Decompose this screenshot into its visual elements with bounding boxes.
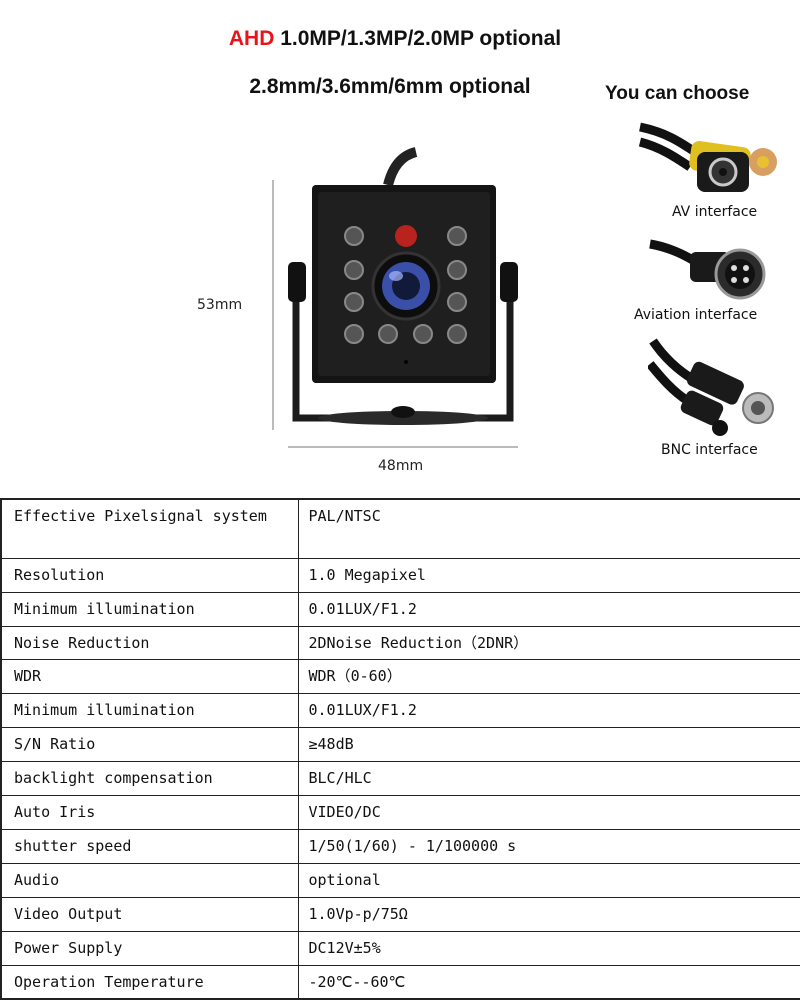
ahd-accent: AHD [228, 27, 275, 50]
spec-label: Operation Temperature [0, 964, 299, 1000]
spec-row: Minimum illumination 0.01LUX/F1.2 [0, 693, 800, 729]
spec-label: Noise Reduction [0, 625, 299, 661]
spec-label: S/N Ratio [0, 727, 299, 763]
spec-value: PAL/NTSC [297, 497, 800, 559]
spec-value: 0.01LUX/F1.2 [297, 693, 800, 729]
height-dimension: 53mm [197, 297, 243, 313]
spec-value: optional [297, 862, 800, 898]
av-interface-label: AV interface [672, 204, 758, 220]
aviation-connector-icon [649, 239, 766, 300]
spec-value: WDR（0-60） [297, 659, 800, 695]
spec-label: Video Output [0, 896, 299, 932]
bnc-interface-label: BNC interface [661, 442, 758, 458]
spec-value: 0.01LUX/F1.2 [297, 591, 800, 627]
spec-value: DC12V±5% [297, 930, 800, 966]
spec-label: Resolution [0, 557, 299, 593]
spec-value: ≥48dB [297, 727, 800, 763]
camera-image [272, 147, 518, 448]
spec-label: Power Supply [0, 930, 299, 966]
spec-label: backlight compensation [0, 761, 299, 797]
spec-label: Auto Iris [0, 795, 299, 830]
headline-resolution: AHD 1.0MP/1.3MP/2.0MP optional [0, 27, 790, 51]
spec-label: shutter speed [0, 828, 299, 864]
spec-value: BLC/HLC [297, 761, 800, 797]
spec-label: Effective Pixelsignal system [0, 497, 299, 559]
spec-value: 1.0Vp-p/75Ω [297, 896, 800, 932]
spec-label: WDR [0, 659, 299, 695]
av-connector-icon [638, 122, 777, 192]
spec-value: VIDEO/DC [297, 795, 800, 830]
spec-value: -20℃--60℃ [297, 964, 800, 1000]
choose-heading: You can choose [605, 83, 750, 104]
spec-label: Audio [0, 862, 299, 898]
headline-resolution-text: 1.0MP/1.3MP/2.0MP optional [274, 27, 562, 50]
spec-value: 2DNoise Reduction（2DNR） [297, 625, 800, 661]
bnc-connector-icon [648, 338, 774, 436]
spec-label: Minimum illumination [0, 693, 299, 729]
width-dimension: 48mm [378, 458, 424, 474]
spec-value: 1/50(1/60) - 1/100000 s [297, 828, 800, 864]
spec-label: Minimum illumination [0, 591, 299, 627]
spec-row: S/N Ratio≥48dB [0, 727, 800, 763]
headline-lens: 2.8mm/3.6mm/6mm optional [249, 75, 531, 98]
spec-row: Operation Temperature-20℃--60℃ [0, 964, 800, 1000]
aviation-interface-label: Aviation interface [634, 307, 758, 323]
spec-value: 1.0 Megapixel [297, 557, 800, 593]
